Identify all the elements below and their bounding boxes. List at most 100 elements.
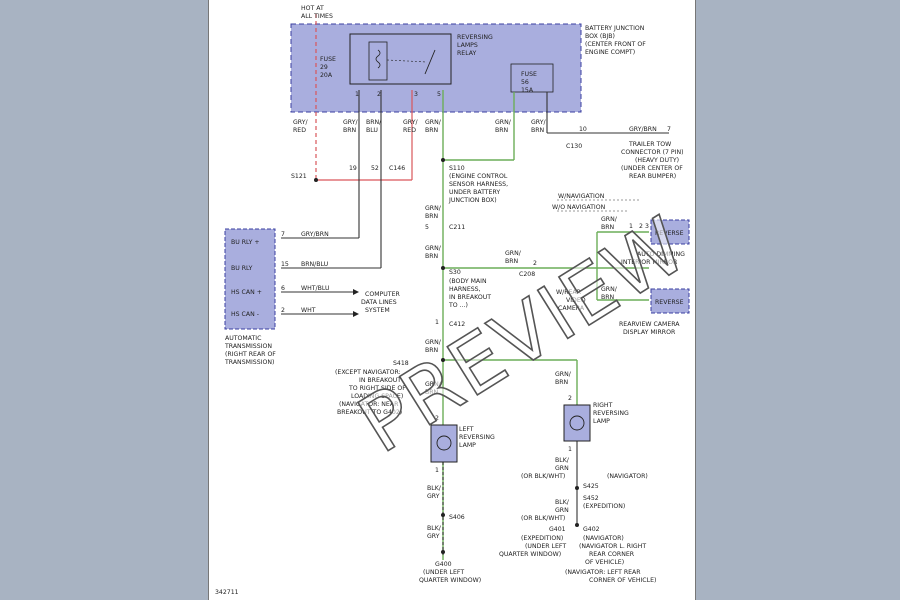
- g402-name: G402: [583, 526, 600, 533]
- wc-grn-brn-2: BRN: [425, 127, 439, 134]
- relay-pin-2: 2: [377, 91, 381, 98]
- fuse29-3: 20A: [320, 72, 333, 79]
- wc-grn-c412-1: GRN/: [425, 339, 442, 346]
- s418-1: (EXCEPT NAVIGATOR:: [335, 369, 401, 376]
- c412-pin: 1: [435, 319, 439, 326]
- s418-name: S418: [393, 360, 409, 367]
- mirror-pin-1: 1: [629, 223, 633, 230]
- right-lamp-2: REVERSING: [593, 410, 629, 417]
- arrow-hs-can-minus: [353, 311, 359, 317]
- camera-mirror-2: DISPLAY MIRROR: [623, 329, 676, 336]
- wc-grn-brn-1: GRN/: [425, 119, 442, 126]
- trans-pin-num-2: 15: [281, 261, 289, 268]
- wc-grn-s30-2: BRN: [505, 258, 519, 265]
- right-lamp-3: LAMP: [593, 418, 610, 425]
- relay-label-2: LAMPS: [457, 42, 478, 49]
- trans-pin-label-4: HS CAN -: [231, 311, 259, 318]
- nav-with: W/NAVIGATION: [558, 193, 605, 200]
- trans-pin-num-4: 2: [281, 307, 285, 314]
- trans-pin-label-1: BU RLY +: [231, 239, 260, 246]
- fuse56-1: FUSE: [521, 71, 537, 78]
- wiring-diagram: HOT AT ALL TIMES BATTERY JUNCTION BOX (B…: [215, 5, 690, 596]
- trans-pin-label-2: BU RLY: [231, 265, 253, 272]
- bjb-label-4: ENGINE COMPT): [585, 49, 635, 56]
- wc-blk-grn-1: BLK/: [555, 457, 570, 464]
- relay-label-1: REVERSING: [457, 34, 493, 41]
- right-lamp-box: [563, 404, 591, 442]
- c211-pin: 5: [425, 224, 429, 231]
- s418-3: TO RIGHT SIDE OF: [348, 385, 406, 392]
- bjb-label-1: BATTERY JUNCTION: [585, 25, 645, 32]
- computer-2: DATA LINES: [361, 299, 397, 306]
- relay-pin-3: 3: [414, 91, 418, 98]
- g402-2: (NAVIGATOR L. RIGHT: [579, 543, 646, 550]
- s110-2: (ENGINE CONTROL: [449, 173, 508, 180]
- hot-at-2: ALL TIMES: [301, 13, 333, 20]
- s110-5: JUNCTION BOX): [448, 197, 497, 204]
- wc-grn-s418-2: BRN: [425, 389, 439, 396]
- s406-name: S406: [449, 514, 465, 521]
- c146-pin-52: 52: [371, 165, 379, 172]
- relay-coil: [368, 41, 388, 81]
- c130-pin: 10: [579, 126, 587, 133]
- wc-grn-s110-2: BRN: [425, 213, 439, 220]
- wc-grn-s30-1: GRN/: [505, 250, 522, 257]
- wc-grn-s110-1: GRN/: [425, 205, 442, 212]
- mirror-pin-3: 3: [645, 223, 649, 230]
- g400-1: (UNDER LEFT: [423, 569, 464, 576]
- wc-blk-grn2-3: (OR BLK/WHT): [521, 515, 565, 522]
- wc-grn-s418-1: GRN/: [425, 381, 442, 388]
- wc-blk-gry-2: GRY: [427, 493, 440, 500]
- g401-name: G401: [549, 526, 566, 533]
- wc-blk-gry-1: BLK/: [427, 485, 442, 492]
- wc-blk-gry2-1: BLK/: [427, 525, 442, 532]
- wc-cam-1: GRN/: [601, 286, 618, 293]
- camera-1: W/REAR: [556, 289, 582, 296]
- relay-link: [386, 59, 428, 63]
- mirror-pin-2: 2: [639, 223, 643, 230]
- s30-3: IN BREAKOUT: [449, 294, 491, 301]
- c208-pin: 2: [533, 260, 537, 267]
- camera-mirror-reverse: REVERSE: [655, 299, 684, 306]
- ground-g401: [575, 523, 579, 527]
- wc-gry-red-1: GRY/: [293, 119, 308, 126]
- left-lamp-pin-1: 1: [435, 467, 439, 474]
- trans-pin-num-1: 7: [281, 231, 285, 238]
- wc-gry-brn2-2: BRN: [531, 127, 545, 134]
- s425-name: S425: [583, 483, 599, 490]
- relay-box: [349, 33, 452, 85]
- figure-id: 342711: [215, 589, 239, 596]
- ground-g400: [441, 550, 445, 554]
- g401-1: (EXPEDITION): [521, 535, 563, 542]
- camera-mirror-1: REARVIEW CAMERA: [619, 321, 680, 328]
- s418-4: LOADING SPACE): [351, 393, 403, 400]
- wc-gry-brn-1: GRY/: [343, 119, 358, 126]
- s30-4: TO ...): [448, 302, 468, 309]
- s452-name: S452: [583, 495, 599, 502]
- hot-at-1: HOT AT: [301, 5, 324, 12]
- left-lamp-box: [430, 424, 458, 463]
- relay-label-3: RELAY: [457, 50, 477, 57]
- wc-gry-brn2-1: GRY/: [531, 119, 546, 126]
- wc-brn-blu-1: BRN/: [366, 119, 382, 126]
- wc-gry-red2-1: GRY/: [403, 119, 418, 126]
- wc-cam-2: BRN: [601, 294, 615, 301]
- wc-grn-right-1: GRN/: [555, 371, 572, 378]
- wc-blk-grn-2: GRN: [555, 465, 569, 472]
- wc-grn-c211-1: GRN/: [425, 245, 442, 252]
- s452-exp: (EXPEDITION): [583, 503, 625, 510]
- c208-name: C208: [519, 271, 535, 278]
- c412-name: C412: [449, 321, 465, 328]
- g402-1: (NAVIGATOR): [583, 535, 624, 542]
- trans-label-2: TRANSMISSION: [224, 343, 272, 350]
- right-lamp-pin-2: 2: [568, 395, 572, 402]
- s121-name: S121: [291, 173, 307, 180]
- left-lamp-3: LAMP: [459, 442, 476, 449]
- trailer-2: CONNECTOR (7 PIN): [621, 149, 684, 156]
- trailer-pin: 7: [667, 126, 671, 133]
- g402-5: (NAVIGATOR: LEFT REAR: [565, 569, 641, 576]
- s30-2: HARNESS,: [449, 286, 481, 293]
- c146-name: C146: [389, 165, 405, 172]
- splice-s425: [575, 486, 579, 490]
- wc-grn-right-2: BRN: [555, 379, 569, 386]
